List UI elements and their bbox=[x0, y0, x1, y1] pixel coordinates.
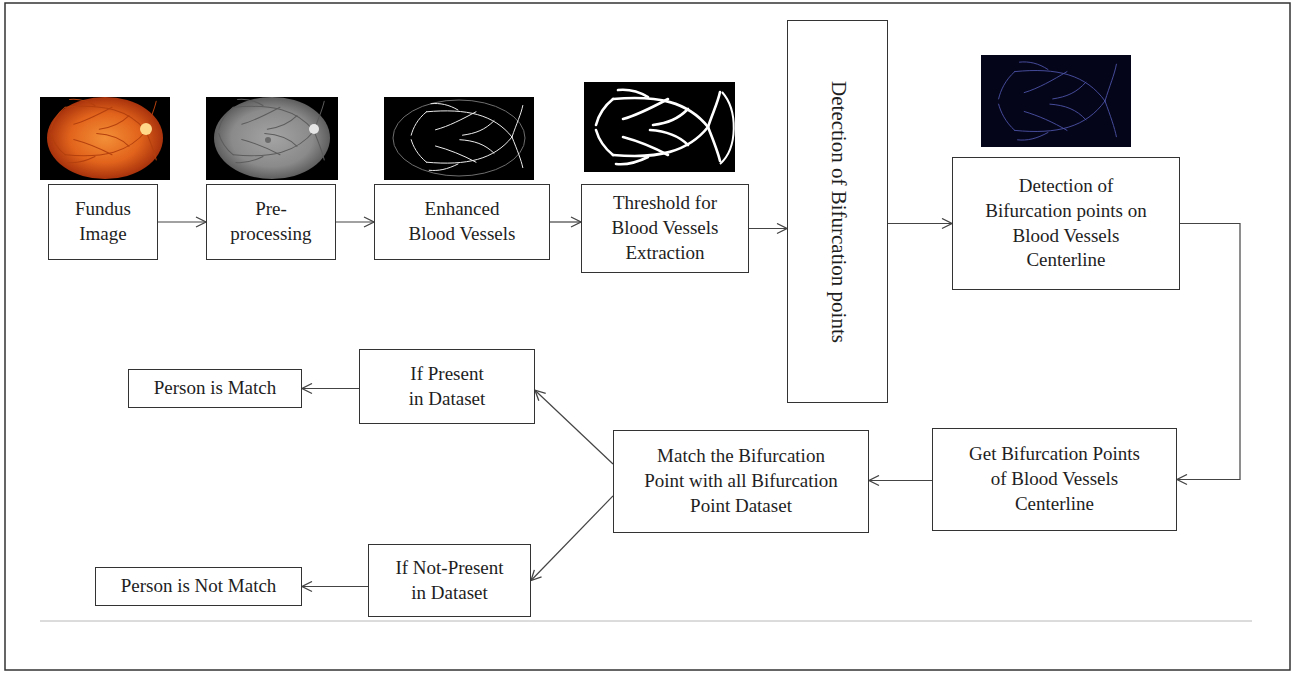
process-box: If Not-Present in Dataset bbox=[368, 544, 531, 617]
flow-arrow bbox=[531, 496, 613, 581]
box-label: If Not-Present in Dataset bbox=[391, 556, 509, 605]
process-box: Pre- processing bbox=[206, 184, 336, 260]
box-label: Detection of Bifurcation points bbox=[824, 81, 851, 343]
process-box: If Present in Dataset bbox=[359, 349, 535, 424]
flow-arrow bbox=[888, 223, 952, 224]
box-label: Person is Match bbox=[154, 376, 276, 401]
process-box: Person is Not Match bbox=[95, 567, 302, 606]
centerline-image bbox=[981, 55, 1131, 147]
flow-arrow bbox=[869, 480, 932, 481]
flow-arrow bbox=[336, 221, 374, 222]
flow-arrow bbox=[302, 388, 359, 389]
flow-arrow bbox=[550, 221, 581, 222]
flow-arrow bbox=[1177, 224, 1240, 480]
box-label: If Present in Dataset bbox=[405, 362, 490, 411]
vertical-process-box: Detection of Bifurcation points bbox=[787, 20, 888, 403]
enhanced-vessels-image bbox=[384, 97, 534, 180]
process-box: Threshold for Blood Vessels Extraction bbox=[581, 184, 749, 273]
process-box: Fundus Image bbox=[48, 184, 158, 260]
process-box: Get Bifurcation Points of Blood Vessels … bbox=[932, 428, 1177, 531]
box-label: Match the Bifurcation Point with all Bif… bbox=[636, 444, 846, 518]
flow-arrow bbox=[158, 221, 206, 222]
box-label: Threshold for Blood Vessels Extraction bbox=[600, 191, 730, 265]
threshold-vessels-image bbox=[584, 82, 735, 172]
flow-arrow bbox=[302, 586, 368, 587]
box-label: Pre- processing bbox=[221, 197, 321, 246]
process-box: Enhanced Blood Vessels bbox=[374, 184, 550, 260]
box-label: Person is Not Match bbox=[121, 574, 277, 599]
box-label: Detection of Bifurcation points on Blood… bbox=[981, 174, 1151, 273]
outer-frame bbox=[5, 3, 1290, 670]
box-label: Fundus Image bbox=[63, 197, 143, 246]
flow-arrow bbox=[749, 228, 787, 229]
fundus-image bbox=[40, 97, 170, 180]
process-box: Person is Match bbox=[128, 369, 302, 408]
preprocessed-image bbox=[206, 97, 338, 180]
bottom-rule bbox=[40, 621, 1252, 622]
process-box: Detection of Bifurcation points on Blood… bbox=[952, 157, 1180, 290]
process-box: Match the Bifurcation Point with all Bif… bbox=[613, 430, 869, 533]
flow-arrow bbox=[535, 390, 613, 464]
box-label: Enhanced Blood Vessels bbox=[403, 197, 521, 246]
box-label: Get Bifurcation Points of Blood Vessels … bbox=[965, 442, 1145, 516]
